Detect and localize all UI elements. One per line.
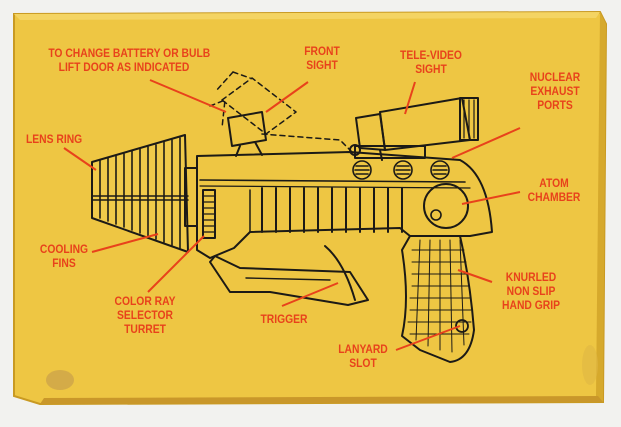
box-top-edge	[14, 12, 600, 20]
label-line: SIGHT	[306, 58, 338, 72]
label-line: COOLING	[39, 242, 89, 256]
box-right-edge	[596, 12, 606, 402]
label-lanyard-slot: LANYARD SLOT	[333, 342, 393, 370]
atom-chamber	[423, 183, 469, 229]
sight-front-lens	[355, 113, 386, 151]
label-line: TRIGGER	[260, 312, 308, 326]
label-trigger: TRIGGER	[253, 312, 315, 326]
label-line: HAND GRIP	[502, 298, 560, 312]
sight-eyepiece	[459, 97, 479, 141]
box-wear-spot	[46, 370, 74, 390]
label-line: SELECTOR	[116, 308, 174, 322]
label-line: LANYARD	[338, 342, 388, 356]
label-line: NUCLEAR	[529, 70, 581, 84]
gun-body	[196, 151, 493, 259]
box-wear-spot	[582, 345, 598, 385]
nuclear-exhaust-ports	[352, 160, 450, 180]
label-line: SIGHT	[415, 62, 447, 76]
label-line: ATOM	[539, 176, 569, 190]
label-color-ray-selector-turret: COLOR RAY SELECTOR TURRET	[108, 294, 182, 336]
label-atom-chamber: ATOM CHAMBER	[521, 176, 586, 204]
label-line: COLOR RAY	[114, 294, 176, 308]
label-line: FINS	[52, 256, 76, 270]
label-line: TURRET	[124, 322, 166, 336]
label-battery-door: TO CHANGE BATTERY OR BULB LIFT DOOR AS I…	[48, 46, 211, 74]
label-cooling-fins: COOLING FINS	[38, 242, 90, 270]
label-line: LENS RING	[26, 132, 83, 146]
hand-grip	[401, 235, 475, 363]
label-lens-ring: LENS RING	[26, 132, 82, 146]
label-nuclear-exhaust-ports: NUCLEAR EXHAUST PORTS	[521, 70, 588, 112]
label-line: PORTS	[537, 98, 573, 112]
top-knob	[349, 144, 361, 156]
battery-door-outline	[209, 71, 353, 153]
body-ribbing	[261, 187, 403, 233]
label-line: LIFT DOOR AS INDICATED	[58, 60, 190, 74]
ray-gun-drawing	[91, 71, 493, 363]
label-line: TELE-VIDEO	[400, 48, 462, 62]
label-line: EXHAUST	[530, 84, 580, 98]
cooling-fins	[99, 137, 181, 249]
label-knurled-hand-grip: KNURLED NON SLIP HAND GRIP	[494, 270, 568, 312]
trigger-housing	[209, 255, 369, 306]
label-line: NON SLIP	[506, 284, 556, 298]
label-line: KNURLED	[505, 270, 557, 284]
label-front-sight: FRONT SIGHT	[294, 44, 349, 72]
trigger	[324, 245, 356, 301]
label-line: TO CHANGE BATTERY OR BULB	[48, 46, 211, 60]
grip-knurling	[407, 239, 472, 353]
box-bottom-edge	[40, 396, 603, 404]
lanyard-slot	[455, 319, 469, 333]
leader-lines	[63, 79, 521, 351]
front-sight	[227, 111, 267, 147]
label-line: SLOT	[349, 356, 377, 370]
label-line: FRONT	[304, 44, 340, 58]
upper-housing	[354, 145, 426, 159]
label-line: CHAMBER	[527, 190, 581, 204]
label-tele-video-sight: TELE-VIDEO SIGHT	[392, 48, 469, 76]
